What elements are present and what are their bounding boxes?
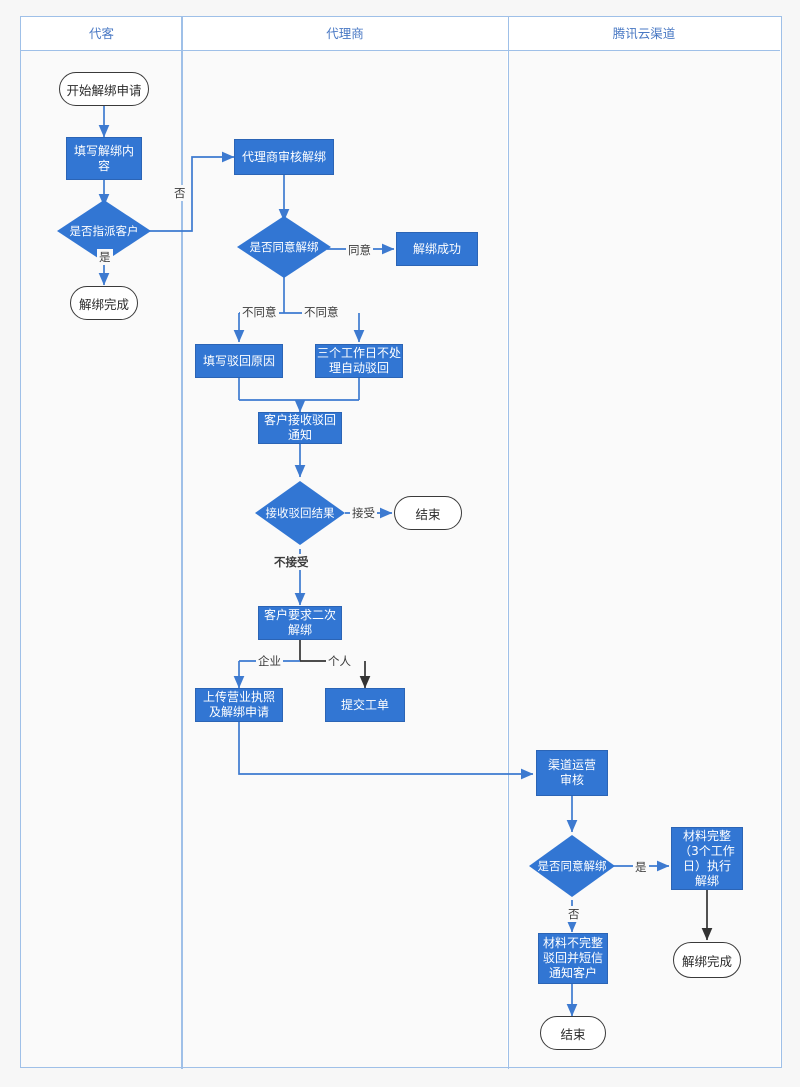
node-label-line-1: 上传营业执照 — [202, 690, 275, 704]
node-agent-review[interactable]: 代理商审核解绑 — [234, 139, 334, 175]
node-label: 代理商审核解绑 — [241, 149, 326, 164]
node-label: 填写驳回原因 — [202, 353, 275, 368]
edge-label-channel-no: 否 — [566, 906, 582, 922]
node-customer-receive[interactable]: 客户接收驳回 通知 — [258, 412, 342, 444]
node-label-line-1: 渠道运营 — [547, 758, 596, 772]
node-channel-agree[interactable]: 是否同意解绑 — [529, 835, 615, 897]
node-label-line-1: 材料不完整 — [542, 936, 603, 950]
edge-label-assign-yes: 是 — [97, 249, 113, 265]
lane-header-dailishang: 代理商 — [182, 17, 508, 51]
node-label-line-1: 客户接收驳回 — [263, 413, 336, 427]
node-unbind-done-1[interactable]: 解绑完成 — [70, 286, 138, 320]
node-label: 是否同意解绑 — [537, 859, 607, 873]
node-receive-result[interactable]: 接收驳回结果 — [255, 481, 345, 545]
node-end-1[interactable]: 结束 — [394, 496, 462, 530]
node-assign-customer[interactable]: 是否指派客户 — [57, 200, 151, 262]
lane-body-3 — [508, 51, 780, 1067]
node-label: 接收驳回结果 — [265, 506, 335, 520]
node-label-line-2: 驳回并短信 — [542, 951, 603, 965]
edge-label-disagree-left: 不同意 — [240, 304, 279, 320]
node-fill-reject-reason[interactable]: 填写驳回原因 — [195, 344, 283, 378]
node-label-line-4: 解绑 — [694, 873, 719, 888]
edge-label-assign-no: 否 — [172, 185, 188, 201]
node-agree-unbind[interactable]: 是否同意解绑 — [237, 216, 331, 278]
edge-label-not-accept: 不接受 — [272, 554, 311, 570]
node-label: 解绑完成 — [78, 296, 129, 312]
edge-label-channel-yes: 是 — [633, 859, 649, 875]
node-label-line-2: 理自动驳回 — [328, 361, 389, 375]
node-label-line-2: 解绑 — [287, 623, 312, 637]
node-label-line-2: （3个工作 — [679, 843, 735, 858]
node-label: 开始解绑申请 — [66, 82, 142, 98]
node-start-unbind[interactable]: 开始解绑申请 — [59, 72, 149, 106]
node-label-line-1: 三个工作日不处 — [316, 346, 401, 360]
node-label-line-1: 客户要求二次 — [263, 608, 336, 622]
node-label: 结束 — [415, 506, 441, 522]
edge-label-agree-yes: 同意 — [346, 242, 373, 258]
node-submit-ticket[interactable]: 提交工单 — [325, 688, 405, 722]
lane-header-daike: 代客 — [21, 17, 182, 51]
lane-divider-1 — [181, 17, 183, 1069]
node-label: 提交工单 — [340, 697, 389, 712]
node-label-line-3: 日）执行 — [682, 858, 731, 873]
node-material-ok[interactable]: 材料完整 （3个工作 日）执行 解绑 — [671, 827, 743, 890]
node-label-line-2: 审核 — [559, 773, 584, 787]
lane-divider-2 — [507, 17, 509, 1069]
edge-label-disagree-right: 不同意 — [302, 304, 341, 320]
node-end-2[interactable]: 结束 — [540, 1016, 606, 1050]
lane-header-tencent-channel: 腾讯云渠道 — [508, 17, 780, 51]
node-auto-reject[interactable]: 三个工作日不处 理自动驳回 — [315, 344, 403, 378]
node-material-bad[interactable]: 材料不完整 驳回并短信 通知客户 — [538, 933, 608, 984]
node-label: 结束 — [560, 1026, 586, 1042]
node-label-line-1: 材料完整 — [682, 828, 731, 843]
edge-label-accept: 接受 — [350, 505, 377, 521]
node-unbind-done-2[interactable]: 解绑完成 — [673, 942, 741, 978]
node-label: 是否同意解绑 — [249, 240, 319, 254]
node-label: 解绑成功 — [412, 241, 461, 256]
edge-label-personal: 个人 — [326, 653, 353, 669]
lane-body-2 — [182, 51, 507, 1067]
node-label-line-3: 通知客户 — [548, 966, 597, 980]
node-label: 解绑完成 — [681, 953, 732, 969]
node-fill-content[interactable]: 填写解绑内 容 — [66, 137, 142, 180]
edge-label-enterprise: 企业 — [256, 653, 283, 669]
node-channel-review[interactable]: 渠道运营 审核 — [536, 750, 608, 796]
node-label-line-2: 通知 — [287, 428, 312, 442]
swimlane-container: 代客 代理商 腾讯云渠道 — [20, 16, 782, 1069]
node-label: 是否指派客户 — [69, 224, 139, 238]
node-label-line-1: 填写解绑内 — [73, 143, 134, 158]
node-unbind-success[interactable]: 解绑成功 — [396, 232, 478, 266]
node-upload-license[interactable]: 上传营业执照 及解绑申请 — [195, 688, 283, 722]
node-second-request[interactable]: 客户要求二次 解绑 — [258, 606, 342, 640]
node-label-line-2: 及解绑申请 — [208, 705, 269, 719]
node-label-line-2: 容 — [97, 158, 110, 173]
